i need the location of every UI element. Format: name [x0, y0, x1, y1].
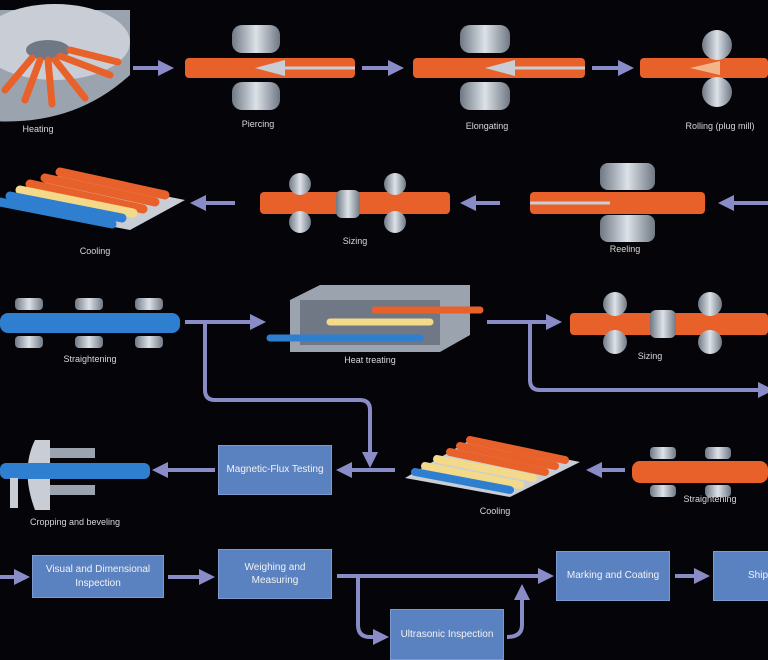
sizing-illustration-1 [260, 173, 450, 233]
box-magnetic-flux-testing: Magnetic-Flux Testing [218, 445, 332, 495]
arrow-to-ultrasonic [356, 576, 389, 645]
heat-treating-furnace-illustration [266, 285, 484, 352]
label-cooling-2: Cooling [479, 506, 511, 516]
label-straightening-1: Straightening [63, 354, 117, 364]
sizing-illustration-2 [570, 292, 768, 354]
cropping-beveling-illustration [0, 440, 150, 510]
label-sizing-2: Sizing [637, 351, 663, 361]
label-rolling: Rolling (plug mill) [685, 121, 755, 131]
label-cooling-1: Cooling [79, 246, 111, 256]
box-ultrasonic-inspection: Ultrasonic Inspection [390, 609, 504, 660]
line-sizing-loop [528, 322, 768, 398]
box-shipping: Shipping [713, 551, 768, 601]
box-marking-coating: Marking and Coating [556, 551, 670, 601]
cooling-rack-illustration-2 [405, 436, 580, 497]
straightening-illustration-2 [632, 447, 768, 497]
rolling-illustration [640, 30, 768, 107]
label-cropping: Cropping and beveling [29, 517, 121, 527]
box-weighing-measuring: Weighing and Measuring [218, 549, 332, 599]
arrow-bypass-to-cooling [203, 322, 378, 468]
reeling-illustration [530, 163, 705, 242]
label-straightening-2: Straightening [683, 494, 737, 504]
piercing-illustration [185, 25, 355, 110]
cooling-rack-illustration-1 [0, 167, 185, 230]
flow-arrows [0, 60, 768, 645]
arrow-from-ultrasonic [506, 584, 530, 639]
straightening-illustration-1 [0, 298, 180, 348]
elongating-illustration [413, 25, 585, 110]
box-visual-inspection: Visual and Dimensional Inspection [32, 555, 164, 598]
label-heat-treating: Heat treating [344, 355, 396, 365]
label-piercing: Piercing [241, 119, 275, 129]
rotary-furnace-illustration [0, 4, 130, 122]
label-sizing-1: Sizing [342, 236, 368, 246]
label-elongating: Elongating [465, 121, 509, 131]
label-reeling: Reeling [609, 244, 641, 254]
label-heating: Heating [22, 124, 54, 134]
